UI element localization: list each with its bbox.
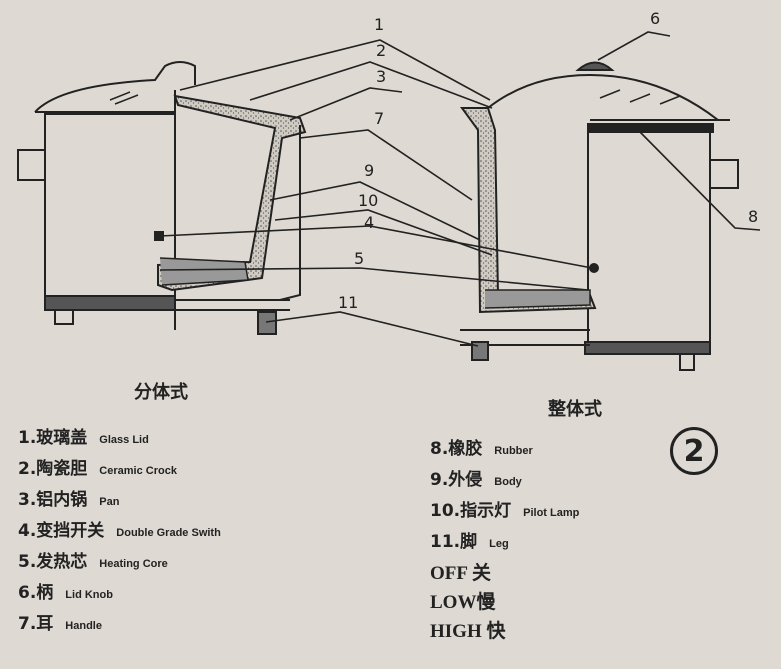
figure-number-badge: 2 [670, 427, 718, 475]
callout-2: 2 [376, 41, 386, 60]
split-type-cooker [17, 61, 307, 335]
callout-lines [159, 31, 761, 347]
callout-5: 5 [354, 249, 364, 268]
callout-1: 1 [374, 15, 384, 34]
callout-7: 7 [374, 109, 384, 128]
callout-6: 6 [650, 9, 660, 28]
switch-setting-off: OFF 关 [430, 563, 492, 584]
callout-numbers: 1 2 3 7 9 10 4 5 11 6 8 [338, 9, 758, 312]
callout-3: 3 [376, 67, 386, 86]
caption-split-type: 分体式 [134, 382, 188, 403]
callout-4: 4 [364, 213, 374, 232]
cooker-diagram: 1 2 3 7 9 10 4 5 11 6 8 [17, 9, 761, 371]
caption-integrated-type: 整体式 [548, 399, 602, 420]
callout-8: 8 [748, 207, 758, 226]
switch-setting-high: HIGH 快 [430, 621, 506, 642]
integrated-type-cooker [460, 61, 739, 371]
callout-11: 11 [338, 293, 358, 312]
callout-9: 9 [364, 161, 374, 180]
callout-10: 10 [358, 191, 378, 210]
switch-setting-low: LOW慢 [430, 592, 496, 613]
